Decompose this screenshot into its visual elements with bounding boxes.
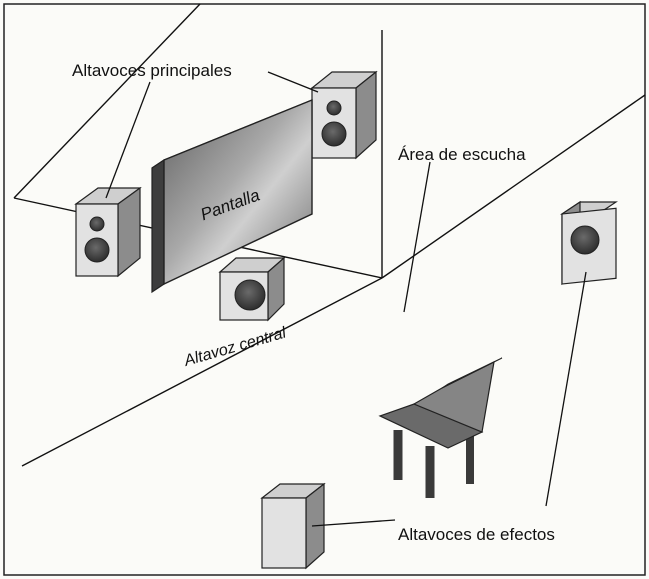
listening-area-label: Área de escucha — [398, 145, 526, 164]
effects-speakers-label: Altavoces de efectos — [398, 525, 555, 544]
woofer-icon — [234, 279, 266, 311]
leader-main-right — [267, 71, 319, 93]
woofer-icon — [321, 121, 347, 147]
listener-chair — [378, 357, 503, 498]
woofer-icon — [570, 225, 600, 255]
leader-listening-area — [403, 161, 431, 313]
wall-top-left — [13, 3, 201, 199]
main-speaker-left — [74, 186, 142, 278]
screen-panel: Pantalla — [151, 98, 313, 294]
center-speaker — [218, 256, 286, 322]
figure-frame — [3, 3, 646, 576]
woofer-icon — [84, 237, 110, 263]
main-speaker-right — [310, 70, 378, 160]
leader-effects-right — [545, 271, 587, 507]
effects-speaker-right — [560, 200, 618, 286]
floor-right-edge — [381, 94, 646, 279]
leader-main-left — [105, 81, 151, 199]
tweeter-icon — [89, 216, 105, 232]
leader-lines — [105, 71, 587, 527]
tweeter-icon — [326, 100, 342, 116]
center-speaker-label: Altavoz central — [181, 324, 288, 370]
main-speakers-label: Altavoces principales — [72, 61, 232, 80]
floor-front-edge — [21, 277, 383, 467]
leader-effects-front — [311, 519, 396, 527]
